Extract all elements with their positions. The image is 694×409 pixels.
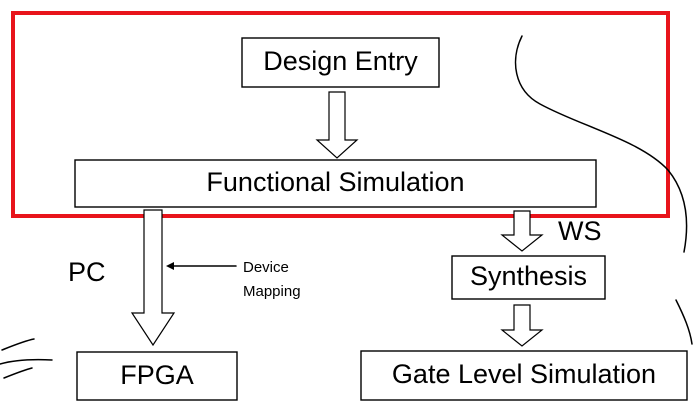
fpga-label: FPGA <box>120 360 194 390</box>
synthesis-node: Synthesis <box>451 255 606 300</box>
functional-simulation-node: Functional Simulation <box>74 159 597 208</box>
fpga-node: FPGA <box>76 351 238 401</box>
arrow-functional-to-synthesis <box>500 210 544 252</box>
gate-level-simulation-label: Gate Level Simulation <box>392 359 656 389</box>
device-mapping-arrowhead-icon <box>166 262 174 270</box>
design-entry-label: Design Entry <box>263 46 418 76</box>
gate-level-simulation-box <box>360 350 688 401</box>
handwritten-curve-right <box>514 35 688 253</box>
device-mapping-label-line1: Device <box>243 259 289 276</box>
design-entry-box <box>241 37 440 88</box>
ws-label: WS <box>558 216 602 246</box>
handwritten-curve-lower-right <box>675 299 693 345</box>
device-mapping-label-line2: Mapping <box>243 283 301 300</box>
synthesis-box <box>451 255 606 300</box>
pc-label: PC <box>68 257 106 287</box>
fpga-box <box>76 351 238 401</box>
highlight-annotation-box <box>11 11 670 218</box>
arrow-design-to-functional <box>315 91 359 159</box>
design-entry-node: Design Entry <box>241 37 440 88</box>
arrow-synthesis-to-gate-level <box>500 304 544 347</box>
arrow-functional-to-fpga <box>130 209 176 347</box>
handwritten-scribble-left <box>0 338 53 379</box>
functional-simulation-label: Functional Simulation <box>206 167 464 197</box>
device-mapping-pointer <box>166 262 237 270</box>
functional-simulation-box <box>74 159 597 208</box>
synthesis-label: Synthesis <box>470 261 587 291</box>
gate-level-simulation-node: Gate Level Simulation <box>360 350 688 401</box>
